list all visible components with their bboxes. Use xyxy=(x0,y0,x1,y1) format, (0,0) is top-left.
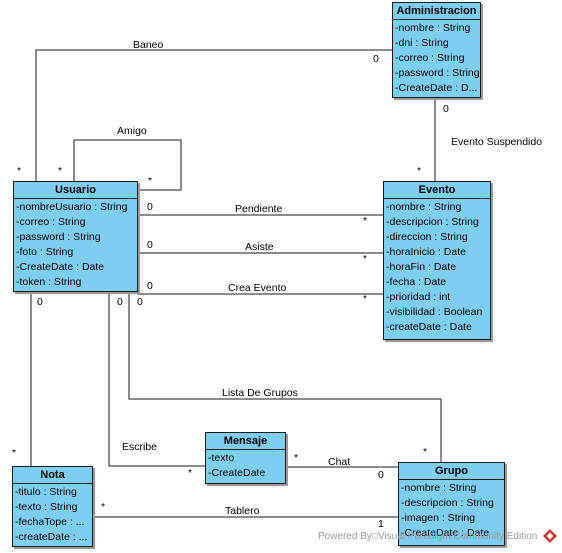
attribute: -texto : String xyxy=(15,501,78,513)
label-pendiente: Pendiente xyxy=(235,203,283,215)
class-nota[interactable]: Nota -titulo : String -texto : String -f… xyxy=(12,466,93,547)
baneo-line xyxy=(35,49,392,182)
mult-crea-evento: * xyxy=(363,293,368,305)
label-baneo: Baneo xyxy=(133,39,164,51)
label-crea-evento: Crea Evento xyxy=(228,282,287,294)
mult-tablero-grupo: 1 xyxy=(378,518,384,530)
label-escribe: Escribe xyxy=(122,441,158,453)
lista-de-grupos-line xyxy=(128,292,442,462)
mult-chat-mensaje: * xyxy=(294,452,299,464)
class-evento-title: Evento xyxy=(384,182,490,199)
amigo-line xyxy=(73,139,182,191)
mult-asiste-evento: * xyxy=(363,253,368,265)
mult-amigo-left: * xyxy=(58,165,63,177)
mult-nota-top: * xyxy=(12,447,17,459)
attribute: -nombreUsuario : String xyxy=(16,201,128,213)
mult-tablero-nota: * xyxy=(101,501,106,513)
attribute: -texto xyxy=(208,452,235,464)
attribute: -password : String xyxy=(16,231,101,243)
class-mensaje-title: Mensaje xyxy=(206,433,285,450)
attribute: -descripcion : String xyxy=(401,497,494,509)
attribute: -nombre : String xyxy=(401,482,477,494)
class-mensaje[interactable]: Mensaje -texto -CreateDate xyxy=(205,432,286,484)
attribute: -createDate : Date xyxy=(386,321,472,333)
mult-pendiente-usuario: 0 xyxy=(147,201,153,213)
attribute: -CreateDate xyxy=(208,467,266,479)
attribute: -password : String xyxy=(395,67,480,79)
mult-usuario-bottom-left: 0 xyxy=(37,296,43,308)
attribute: -horaInicio : Date xyxy=(386,246,466,258)
mult-suspendido-admin: 0 xyxy=(443,103,449,115)
attribute: -correo : String xyxy=(16,216,86,228)
powered-by-watermark: Powered By□Visual Paradigm Community Edi… xyxy=(318,531,538,542)
attribute: -CreateDate : Date xyxy=(401,527,490,539)
attribute: -CreateDate : D... xyxy=(395,82,478,94)
attribute: -foto : String xyxy=(16,246,74,258)
class-grupo-title: Grupo xyxy=(399,463,504,480)
mult-baneo-usuario: * xyxy=(17,165,22,177)
attribute: -imagen : String xyxy=(401,512,476,524)
attribute: -descripcion : String xyxy=(386,216,479,228)
mult-suspendido-evento: * xyxy=(417,165,422,177)
mult-baneo-admin: 0 xyxy=(373,53,379,65)
attribute: -direccion : String xyxy=(386,231,468,243)
visual-paradigm-logo-icon xyxy=(543,529,557,543)
mult-amigo-right: * xyxy=(148,175,153,187)
label-tablero: Tablero xyxy=(225,505,260,517)
attribute: -CreateDate : Date xyxy=(16,261,105,273)
attribute: -prioridad : int xyxy=(386,291,451,303)
class-evento[interactable]: Evento -nombre : String -descripcion : S… xyxy=(383,181,491,340)
attribute: -fecha : Date xyxy=(386,276,447,288)
class-usuario[interactable]: Usuario -nombreUsuario : String -correo … xyxy=(13,181,138,292)
attribute: -correo : String xyxy=(395,52,465,64)
class-grupo[interactable]: Grupo -nombre : String -descripcion : St… xyxy=(398,462,505,546)
attribute: -dni : String xyxy=(395,37,449,49)
mult-usuario-bottom-mid: 0 xyxy=(117,296,123,308)
mult-asiste-usuario: 0 xyxy=(147,239,153,251)
attribute: -nombre : String xyxy=(386,201,462,213)
mult-chat-grupo: 0 xyxy=(378,469,384,481)
attribute: -token : String xyxy=(16,276,82,288)
attribute: -createDate : ... xyxy=(15,531,88,543)
attribute: -nombre : String xyxy=(395,22,471,34)
mult-pendiente-evento: * xyxy=(363,215,368,227)
class-usuario-title: Usuario xyxy=(14,182,137,199)
class-administracion-title: Administracion xyxy=(393,3,480,20)
label-lista-de-grupos: Lista De Grupos xyxy=(222,387,298,399)
label-asiste: Asiste xyxy=(245,241,274,253)
mult-usuario-bottom-right: 0 xyxy=(137,296,143,308)
label-evento-suspendido: Evento Suspendido xyxy=(451,136,543,148)
label-amigo: Amigo xyxy=(117,125,147,137)
class-nota-title: Nota xyxy=(13,467,92,484)
label-chat: Chat xyxy=(328,456,351,468)
attribute: -titulo : String xyxy=(15,486,77,498)
class-administracion[interactable]: Administracion -nombre : String -dni : S… xyxy=(392,2,481,98)
attribute: -visibilidad : Boolean xyxy=(386,306,483,318)
mult-lista-grupo: * xyxy=(423,446,428,458)
escribe-line xyxy=(108,292,205,467)
mult-crea-usuario: 0 xyxy=(147,280,153,292)
attribute: -fechaTope : ... xyxy=(15,516,85,528)
mult-escribe-mensaje: * xyxy=(188,467,193,479)
attribute: -horaFin : Date xyxy=(386,261,457,273)
